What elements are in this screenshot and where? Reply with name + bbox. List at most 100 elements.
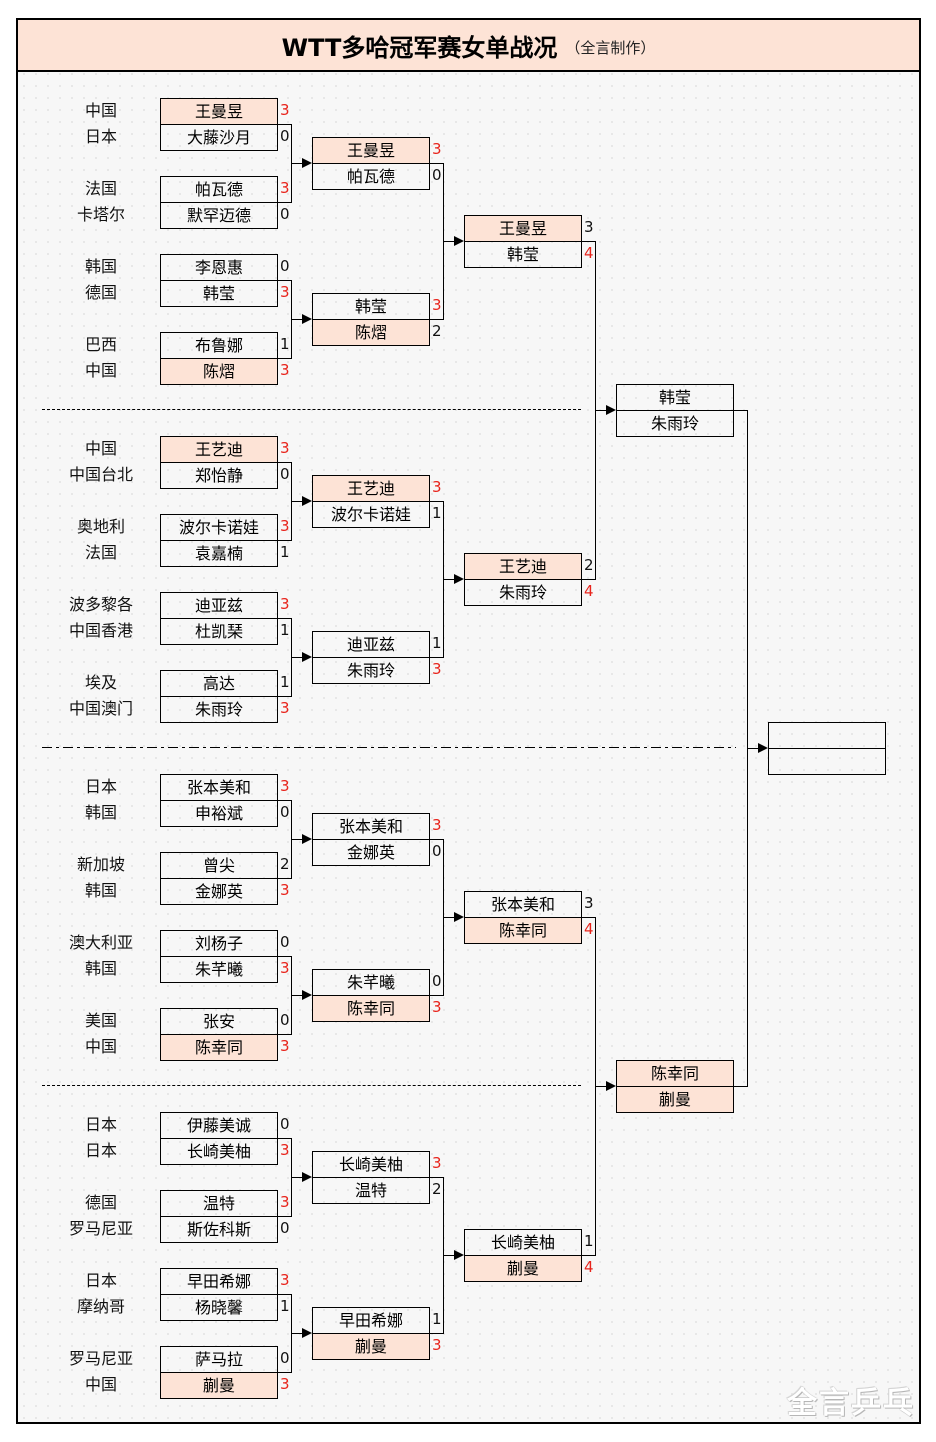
player-name[interactable]: 陈幸同	[617, 1061, 733, 1086]
player-name[interactable]: 迪亚兹	[194, 596, 243, 615]
player-name[interactable]: 李恩惠	[194, 258, 243, 277]
player-name[interactable]: 长崎美柚	[338, 1155, 403, 1174]
row-divider	[313, 501, 429, 502]
player-name[interactable]: 朱芊曦	[194, 960, 243, 979]
connector-line	[277, 1216, 291, 1217]
player-name[interactable]: 郑怡静	[194, 466, 243, 485]
player-name[interactable]: 长崎美柚	[186, 1142, 251, 1161]
player-name[interactable]: 蒯曼	[161, 1373, 277, 1398]
player-name[interactable]: 帕瓦德	[194, 180, 243, 199]
player-name[interactable]: 朱雨玲	[498, 583, 547, 602]
row-divider	[313, 839, 429, 840]
player-name[interactable]: 陈熠	[161, 359, 277, 384]
player-name[interactable]: 刘杨子	[194, 934, 243, 953]
player-name[interactable]: 张本美和	[186, 778, 251, 797]
player-name[interactable]: 萨马拉	[194, 1350, 243, 1369]
player-name[interactable]: 张本美和	[490, 895, 555, 914]
player-name[interactable]: 陈幸同	[161, 1035, 277, 1060]
player-name[interactable]: 王曼昱	[465, 216, 581, 241]
player-name[interactable]: 早田希娜	[186, 1272, 251, 1291]
player-score: 4	[584, 582, 594, 600]
player-name[interactable]: 韩莹	[658, 388, 691, 407]
player-score: 1	[432, 504, 442, 522]
player-country: 中国台北	[68, 465, 133, 484]
player-name[interactable]: 朱雨玲	[346, 661, 395, 680]
player-score: 0	[280, 1219, 290, 1237]
player-name[interactable]: 斯佐科斯	[186, 1220, 251, 1239]
player-name[interactable]: 申裕斌	[194, 804, 243, 823]
player-name[interactable]: 波尔卡诺娃	[178, 518, 259, 537]
connector-line	[443, 241, 454, 242]
player-name[interactable]: 迪亚兹	[346, 635, 395, 654]
player-country: 德国	[84, 283, 117, 302]
match-box: 早田希娜杨晓馨	[160, 1268, 278, 1321]
player-name[interactable]: 大藤沙月	[186, 128, 251, 147]
player-name[interactable]: 韩莹	[506, 245, 539, 264]
player-name[interactable]: 早田希娜	[338, 1311, 403, 1330]
player-name[interactable]: 布鲁娜	[194, 336, 243, 355]
player-score: 3	[280, 1141, 290, 1159]
player-name[interactable]: 蒯曼	[465, 1256, 581, 1281]
player-name[interactable]: 韩莹	[202, 284, 235, 303]
row-divider	[161, 462, 277, 463]
player-name[interactable]: 王艺迪	[161, 437, 277, 462]
player-name[interactable]: 蒯曼	[313, 1334, 429, 1359]
match-box: 王曼昱帕瓦德	[312, 137, 430, 190]
row-divider	[313, 995, 429, 996]
player-name[interactable]: 袁嘉楠	[194, 544, 243, 563]
player-name[interactable]: 王曼昱	[161, 99, 277, 124]
player-score: 0	[432, 972, 442, 990]
player-country: 韩国	[84, 803, 117, 822]
connector-line	[277, 202, 291, 203]
player-score: 4	[584, 1258, 594, 1276]
player-score: 1	[280, 621, 290, 639]
player-name[interactable]: 朱雨玲	[650, 414, 699, 433]
player-name[interactable]: 长崎美柚	[490, 1233, 555, 1252]
player-name[interactable]: 朱雨玲	[194, 700, 243, 719]
player-name[interactable]: 王曼昱	[313, 138, 429, 163]
player-country: 中国	[84, 1375, 117, 1394]
arrow-icon	[302, 158, 312, 168]
player-name[interactable]: 温特	[202, 1194, 235, 1213]
player-name[interactable]: 朱芊曦	[346, 973, 395, 992]
connector-line	[277, 618, 291, 619]
player-name[interactable]: 陈幸同	[313, 996, 429, 1021]
player-name[interactable]: 金娜英	[194, 882, 243, 901]
player-name[interactable]: 王艺迪	[465, 554, 581, 579]
player-country: 奥地利	[76, 517, 125, 536]
row-divider	[465, 917, 581, 918]
player-name[interactable]: 金娜英	[346, 843, 395, 862]
player-score: 3	[432, 660, 442, 678]
row-divider	[161, 618, 277, 619]
player-name[interactable]: 杜凯琹	[194, 622, 243, 641]
player-name[interactable]: 张本美和	[338, 817, 403, 836]
player-name[interactable]: 陈幸同	[465, 918, 581, 943]
player-name[interactable]: 高达	[202, 674, 235, 693]
player-name[interactable]: 陈熠	[313, 320, 429, 345]
player-name[interactable]: 韩莹	[354, 297, 387, 316]
row-divider	[617, 410, 733, 411]
player-score: 3	[280, 881, 290, 899]
connector-line	[277, 878, 291, 879]
player-name[interactable]: 帕瓦德	[346, 167, 395, 186]
player-name[interactable]	[769, 723, 885, 748]
row-divider	[161, 800, 277, 801]
player-name[interactable]: 张安	[202, 1012, 235, 1031]
row-divider	[161, 540, 277, 541]
player-name[interactable]: 温特	[354, 1181, 387, 1200]
row-divider	[161, 124, 277, 125]
player-name[interactable]: 波尔卡诺娃	[330, 505, 411, 524]
player-name[interactable]: 伊藤美诚	[186, 1116, 251, 1135]
connector-line	[277, 462, 291, 463]
player-name[interactable]	[769, 749, 885, 774]
match-box: 长崎美柚温特	[312, 1151, 430, 1204]
player-name[interactable]: 杨晓馨	[194, 1298, 243, 1317]
player-score: 3	[280, 179, 290, 197]
row-divider	[313, 1333, 429, 1334]
match-box: 迪亚兹朱雨玲	[312, 631, 430, 684]
player-name[interactable]: 王艺迪	[313, 476, 429, 501]
player-name[interactable]: 蒯曼	[617, 1087, 733, 1112]
player-name[interactable]: 默罕迈德	[186, 206, 251, 225]
match-box: 早田希娜蒯曼	[312, 1307, 430, 1360]
player-name[interactable]: 曾尖	[202, 856, 235, 875]
